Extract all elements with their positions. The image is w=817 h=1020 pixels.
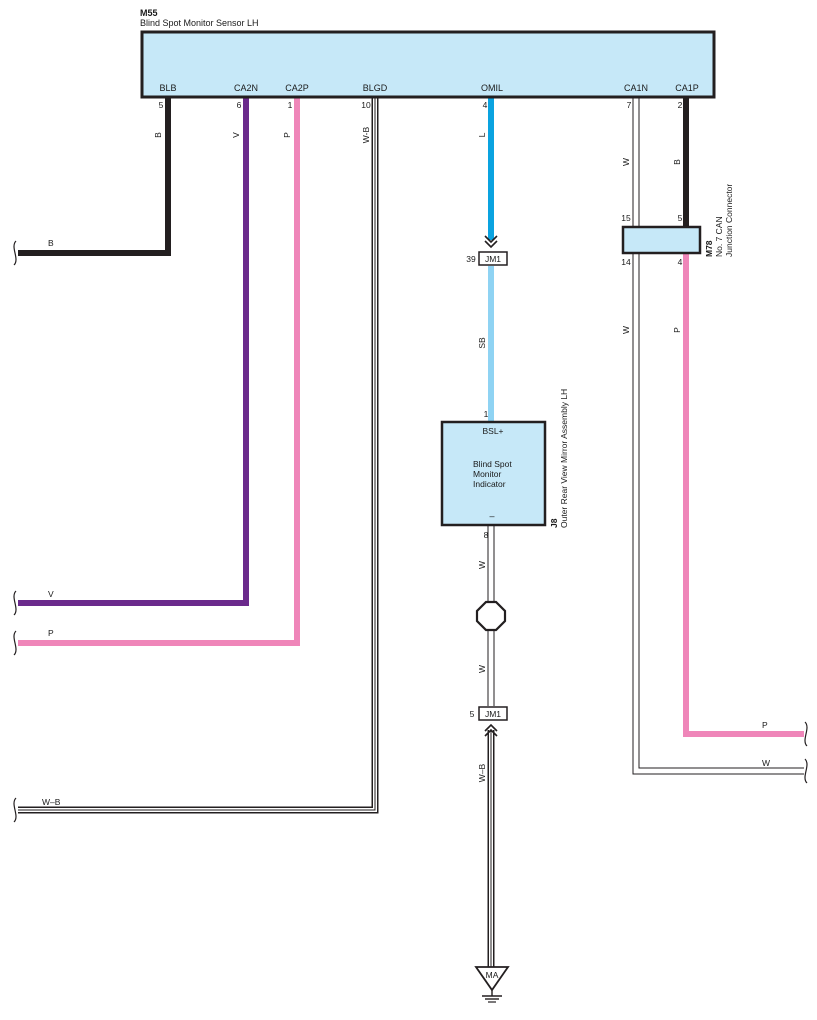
ground-symbol: MA — [474, 966, 510, 1003]
indicator-line1: Blind Spot — [473, 459, 512, 469]
left-wire-label-v: V — [48, 589, 54, 599]
wire-blb-black — [18, 97, 171, 256]
junction-code: M78 — [704, 240, 714, 257]
break-mark — [804, 721, 808, 747]
indicator-line3: Indicator — [473, 479, 506, 489]
right-wire-label-p: P — [762, 720, 768, 730]
terminal-label: CA1P — [675, 83, 699, 93]
right-wire-ends — [804, 721, 808, 784]
jm1-top-label: JM1 — [485, 254, 501, 264]
pin-number: 6 — [237, 100, 242, 110]
wire-label: B — [672, 159, 682, 165]
terminal-label: BLB — [159, 83, 176, 93]
break-mark — [13, 240, 17, 266]
indicator-box — [440, 420, 547, 527]
left-wire-ends — [13, 240, 17, 823]
terminal-label: BLGD — [363, 83, 388, 93]
junction-pin: 4 — [678, 257, 683, 267]
wires — [18, 97, 804, 967]
left-wire-label-b: B — [48, 238, 54, 248]
wire-label: P — [282, 132, 292, 138]
jm1-bottom-box — [478, 706, 508, 721]
wire-label-sb: SB — [477, 337, 487, 349]
terminal-label: CA2P — [285, 83, 309, 93]
break-mark — [13, 630, 17, 656]
indicator-line2: Monitor — [473, 469, 502, 479]
wire-ca1n-w-i — [633, 97, 804, 774]
junction-pin: 5 — [678, 213, 683, 223]
pin-number: 10 — [361, 100, 371, 110]
pin-number: 5 — [159, 100, 164, 110]
ground-label: MA — [486, 970, 499, 980]
mirror-pin-top: 1 — [484, 409, 489, 419]
terminal-label: OMIL — [481, 83, 503, 93]
pin-number: 2 — [678, 100, 683, 110]
wire-ca2p-pink — [18, 97, 300, 646]
right-wire-label-w: W — [762, 758, 770, 768]
wire-label-wb-ground: W–B — [477, 763, 487, 782]
break-mark — [804, 758, 808, 784]
wire-label-w-mirror: W — [477, 561, 487, 569]
jm1-top-pin: 39 — [466, 254, 476, 264]
splice-octagon-icon — [475, 600, 507, 632]
jm1-bottom-label: JM1 — [485, 709, 501, 719]
mirror-code: J8 — [549, 518, 559, 528]
jm1-top-box — [478, 251, 508, 266]
wire-blgd-wb-core — [18, 97, 376, 811]
jm1-bottom-pin: 5 — [470, 709, 475, 719]
wire-label-w-splice: W — [477, 665, 487, 673]
wire-label: W — [621, 158, 631, 166]
wire-label: W-B — [361, 126, 371, 143]
junction-pin: 14 — [621, 257, 631, 267]
sensor-terminals: BLB CA2N CA2P BLGD OMIL CA1N CA1P 5 6 1 … — [159, 83, 699, 110]
sensor-box — [140, 30, 716, 99]
wire-label: V — [231, 132, 241, 138]
junction-connector-box — [621, 225, 702, 255]
jm1-top-connector: JM1 39 — [466, 235, 508, 266]
connector-chevron-icon — [484, 723, 498, 737]
junction-name-line1: No. 7 CAN — [714, 216, 724, 257]
wire-label: P — [672, 327, 682, 333]
break-mark — [13, 590, 17, 616]
sensor-name: Blind Spot Monitor Sensor LH — [140, 18, 259, 28]
junction-name-line2: Junction Connector — [724, 184, 734, 257]
pin-number: 1 — [288, 100, 293, 110]
indicator-terminal-top: BSL+ — [482, 426, 503, 436]
jm1-bottom-connector: JM1 5 — [470, 706, 508, 737]
connector-chevron-icon — [484, 235, 498, 249]
ground-triangle-icon — [474, 966, 510, 992]
mirror-pin-bottom: 8 — [484, 530, 489, 540]
wire-ca1n-w-o — [632, 97, 804, 775]
left-wire-label-p: P — [48, 628, 54, 638]
wire-blgd-wb-outer — [18, 97, 379, 814]
terminal-label: CA1N — [624, 83, 648, 93]
wire-label: W — [621, 326, 631, 334]
pin-number: 7 — [627, 100, 632, 110]
wire-label: L — [477, 132, 487, 137]
sensor-code: M55 — [140, 8, 158, 18]
wire-junction-pink — [683, 252, 804, 737]
pin-number: 4 — [483, 100, 488, 110]
indicator-terminal-bottom: – — [489, 511, 494, 521]
wire-blgd-wb-inner — [18, 97, 377, 812]
junction-pin: 15 — [621, 213, 631, 223]
wire-ca2n-violet — [18, 97, 249, 606]
sensor-wire-labels: B V P W-B L W B — [153, 126, 682, 166]
terminal-label: CA2N — [234, 83, 258, 93]
left-wire-label-wb: W–B — [42, 797, 61, 807]
wire-label: B — [153, 132, 163, 138]
mirror-assembly-name: Outer Rear View Mirror Assembly LH — [559, 389, 569, 528]
break-mark — [13, 797, 17, 823]
